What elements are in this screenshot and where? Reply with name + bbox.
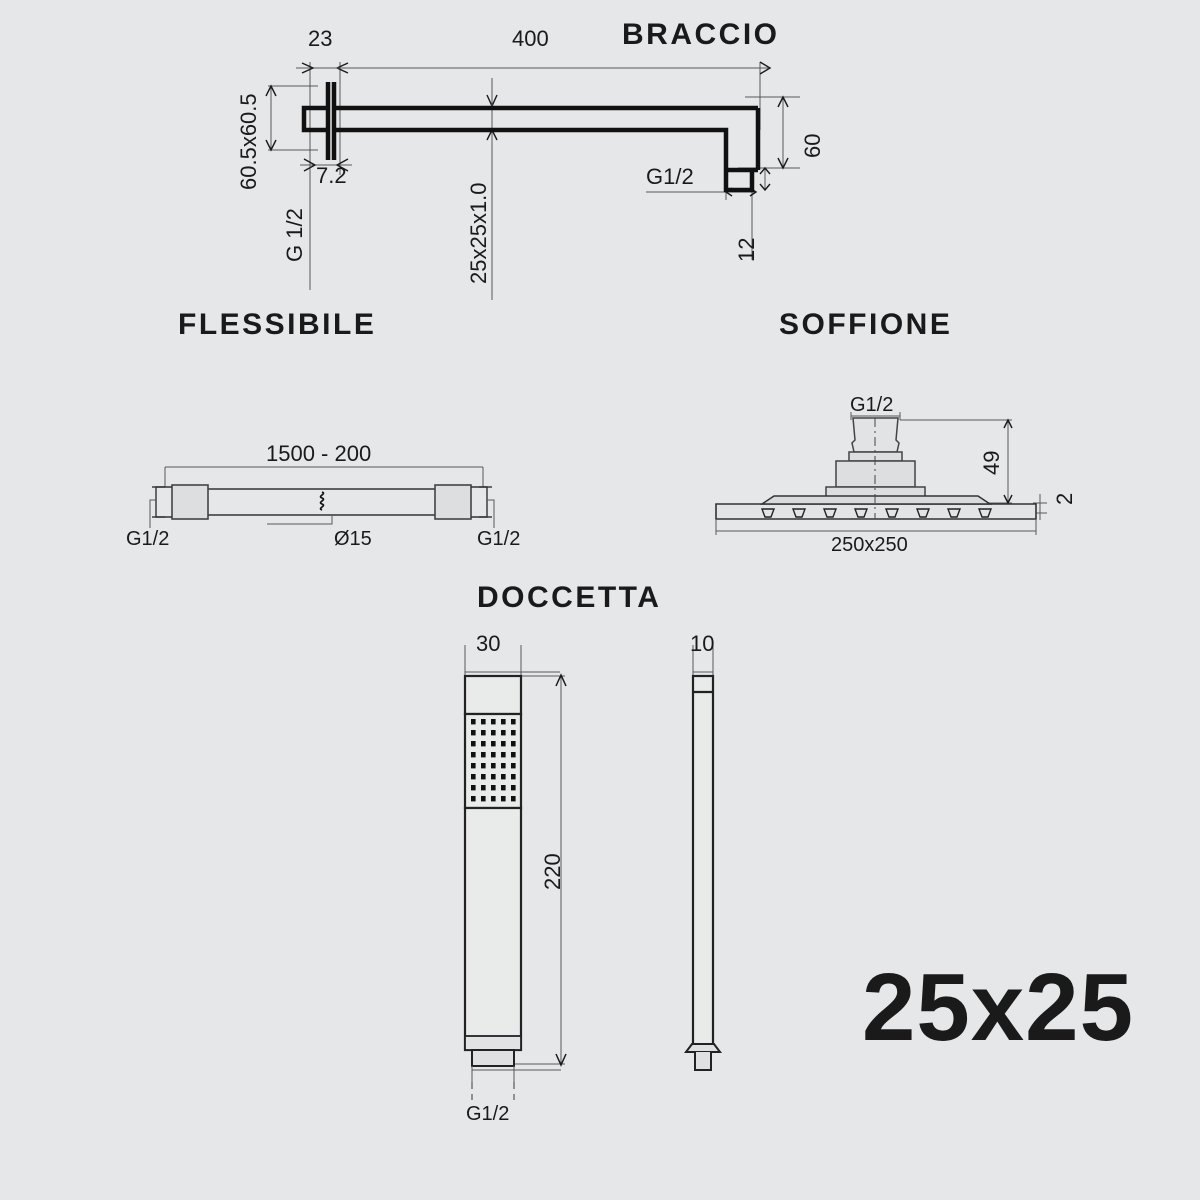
section-title-braccio: BRACCIO bbox=[622, 18, 780, 51]
dim-braccio-drop-height: 60 bbox=[800, 133, 825, 158]
dim-braccio-outlet-height: 12 bbox=[734, 237, 759, 262]
flessibile-drawing bbox=[149, 466, 495, 528]
section-title-soffione: SOFFIONE bbox=[779, 308, 953, 341]
section-title-doccetta: DOCCETTA bbox=[477, 581, 662, 614]
dim-doccetta-body-length: 220 bbox=[540, 853, 565, 890]
dim-flessibile-thread-right: G1/2 bbox=[477, 528, 521, 550]
doccetta-drawing bbox=[463, 645, 722, 1100]
dim-braccio-flange-size: 60.5x60.5 bbox=[236, 93, 261, 190]
braccio-drawing bbox=[265, 61, 800, 300]
dim-flessibile-hose-diameter: Ø15 bbox=[334, 528, 372, 550]
dim-soffione-plate-thickness: 2 bbox=[1052, 492, 1077, 505]
dim-flessibile-thread-left: G1/2 bbox=[126, 528, 170, 550]
dim-soffione-plate-size: 250x250 bbox=[831, 534, 908, 556]
dim-doccetta-front-width: 30 bbox=[476, 631, 501, 656]
dim-braccio-inlet-thread: G 1/2 bbox=[282, 208, 307, 262]
product-code: 25x25 bbox=[862, 954, 1134, 1061]
soffione-drawing bbox=[715, 412, 1047, 535]
dim-soffione-height: 49 bbox=[979, 450, 1004, 475]
dim-braccio-flange-width: 23 bbox=[308, 26, 333, 51]
dim-braccio-arm-length: 400 bbox=[512, 26, 549, 51]
dim-flessibile-length: 1500 - 200 bbox=[266, 441, 372, 466]
section-title-flessibile: FLESSIBILE bbox=[178, 308, 377, 341]
dim-braccio-tube-profile: 25x25x1.0 bbox=[466, 182, 491, 284]
dim-braccio-flange-thickness: 7.2 bbox=[316, 163, 347, 188]
dim-soffione-inlet-thread: G1/2 bbox=[850, 394, 894, 416]
dim-doccetta-outlet-thread: G1/2 bbox=[466, 1103, 510, 1125]
dim-doccetta-side-width: 10 bbox=[690, 631, 715, 656]
dim-braccio-outlet-thread: G1/2 bbox=[646, 164, 694, 189]
